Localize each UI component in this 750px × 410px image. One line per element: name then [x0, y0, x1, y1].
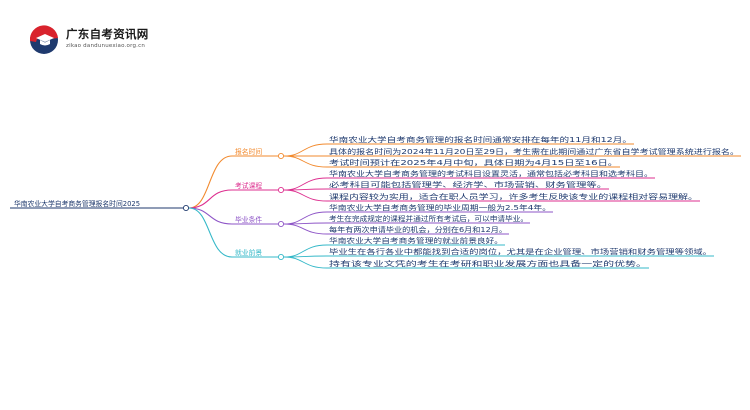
leaf-label: 每年有两次申请毕业的机会，分别在6月和12月。: [329, 225, 507, 234]
leaf-edge: [283, 177, 328, 191]
branch-label: 考试课程: [235, 181, 262, 190]
leaf-label: 课程内容较为实用，适合在职人员学习，许多考生反映该专业的课程相对容易理解。: [329, 192, 698, 201]
branch-label: 毕业条件: [235, 215, 262, 224]
branch-edge: [188, 155, 233, 209]
leaf-label: 华南农业大学自考商务管理的就业前景良好。: [329, 236, 503, 245]
site-domain: zikao dandunuexiao.org.cn: [66, 43, 146, 49]
leaf-label: 具体的报名时间为2024年11月20日至29日，考生需在此期间通过广东省自学考试…: [329, 147, 739, 156]
leaf-edge: [283, 223, 328, 235]
branch-joint: [277, 253, 285, 261]
site-logo[interactable]: 广东自考资讯网 zikao dandunuexiao.org.cn: [28, 24, 178, 58]
branch-edge: [188, 207, 233, 225]
leaf-edge: [283, 211, 328, 225]
branch-label: 就业前景: [235, 248, 262, 257]
branch-edge: [188, 207, 233, 258]
leaf-label: 华南农业大学自考商务管理的报名时间通常安排在每年的11月和12月。: [329, 135, 632, 144]
leaf-edge: [283, 189, 328, 202]
branch-joint: [277, 220, 285, 228]
branch-joint: [277, 152, 285, 160]
nodes: 华南农业大学自考商务管理报名时间2025 报名时间 华南农业大学自考商务管理的报名时…: [14, 135, 739, 268]
leaf-edge: [283, 155, 328, 168]
leaf-label: 毕业生在各行各业中都能找到合适的岗位，尤其是在企业管理、市场营销和财务管理等领域…: [329, 247, 712, 256]
root-label: 华南农业大学自考商务管理报名时间2025: [14, 199, 140, 208]
leaf-label: 持有该专业文凭的考生在考研和职业发展方面也具备一定的优势。: [329, 259, 647, 268]
leaf-edge: [283, 256, 328, 269]
branch-edge: [188, 189, 233, 209]
branch-joint: [277, 186, 285, 194]
root-joint: [182, 204, 190, 212]
leaf-label: 考生在完成规定的课程并通过所有考试后，可以申请毕业。: [329, 214, 528, 223]
graduation-cap-icon: [29, 25, 58, 54]
site-name: 广东自考资讯网: [66, 27, 149, 41]
leaf-label: 华南农业大学自考商务管理的考试科目设置灵活，通常包括必考科目和选考科目。: [329, 169, 653, 178]
leaf-edge: [283, 244, 328, 258]
leaf-label: 华南农业大学自考商务管理的毕业周期一般为2.5年4年。: [329, 203, 551, 212]
edges: [10, 143, 741, 269]
leaf-label: 考试时间预计在2025年4月中旬，具体日期为4月15日至16日。: [329, 158, 618, 167]
leaf-edge: [283, 143, 328, 157]
leaf-label: 必考科目可能包括管理学、经济学、市场营销、财务管理等。: [329, 180, 607, 189]
branch-label: 报名时间: [235, 147, 262, 156]
